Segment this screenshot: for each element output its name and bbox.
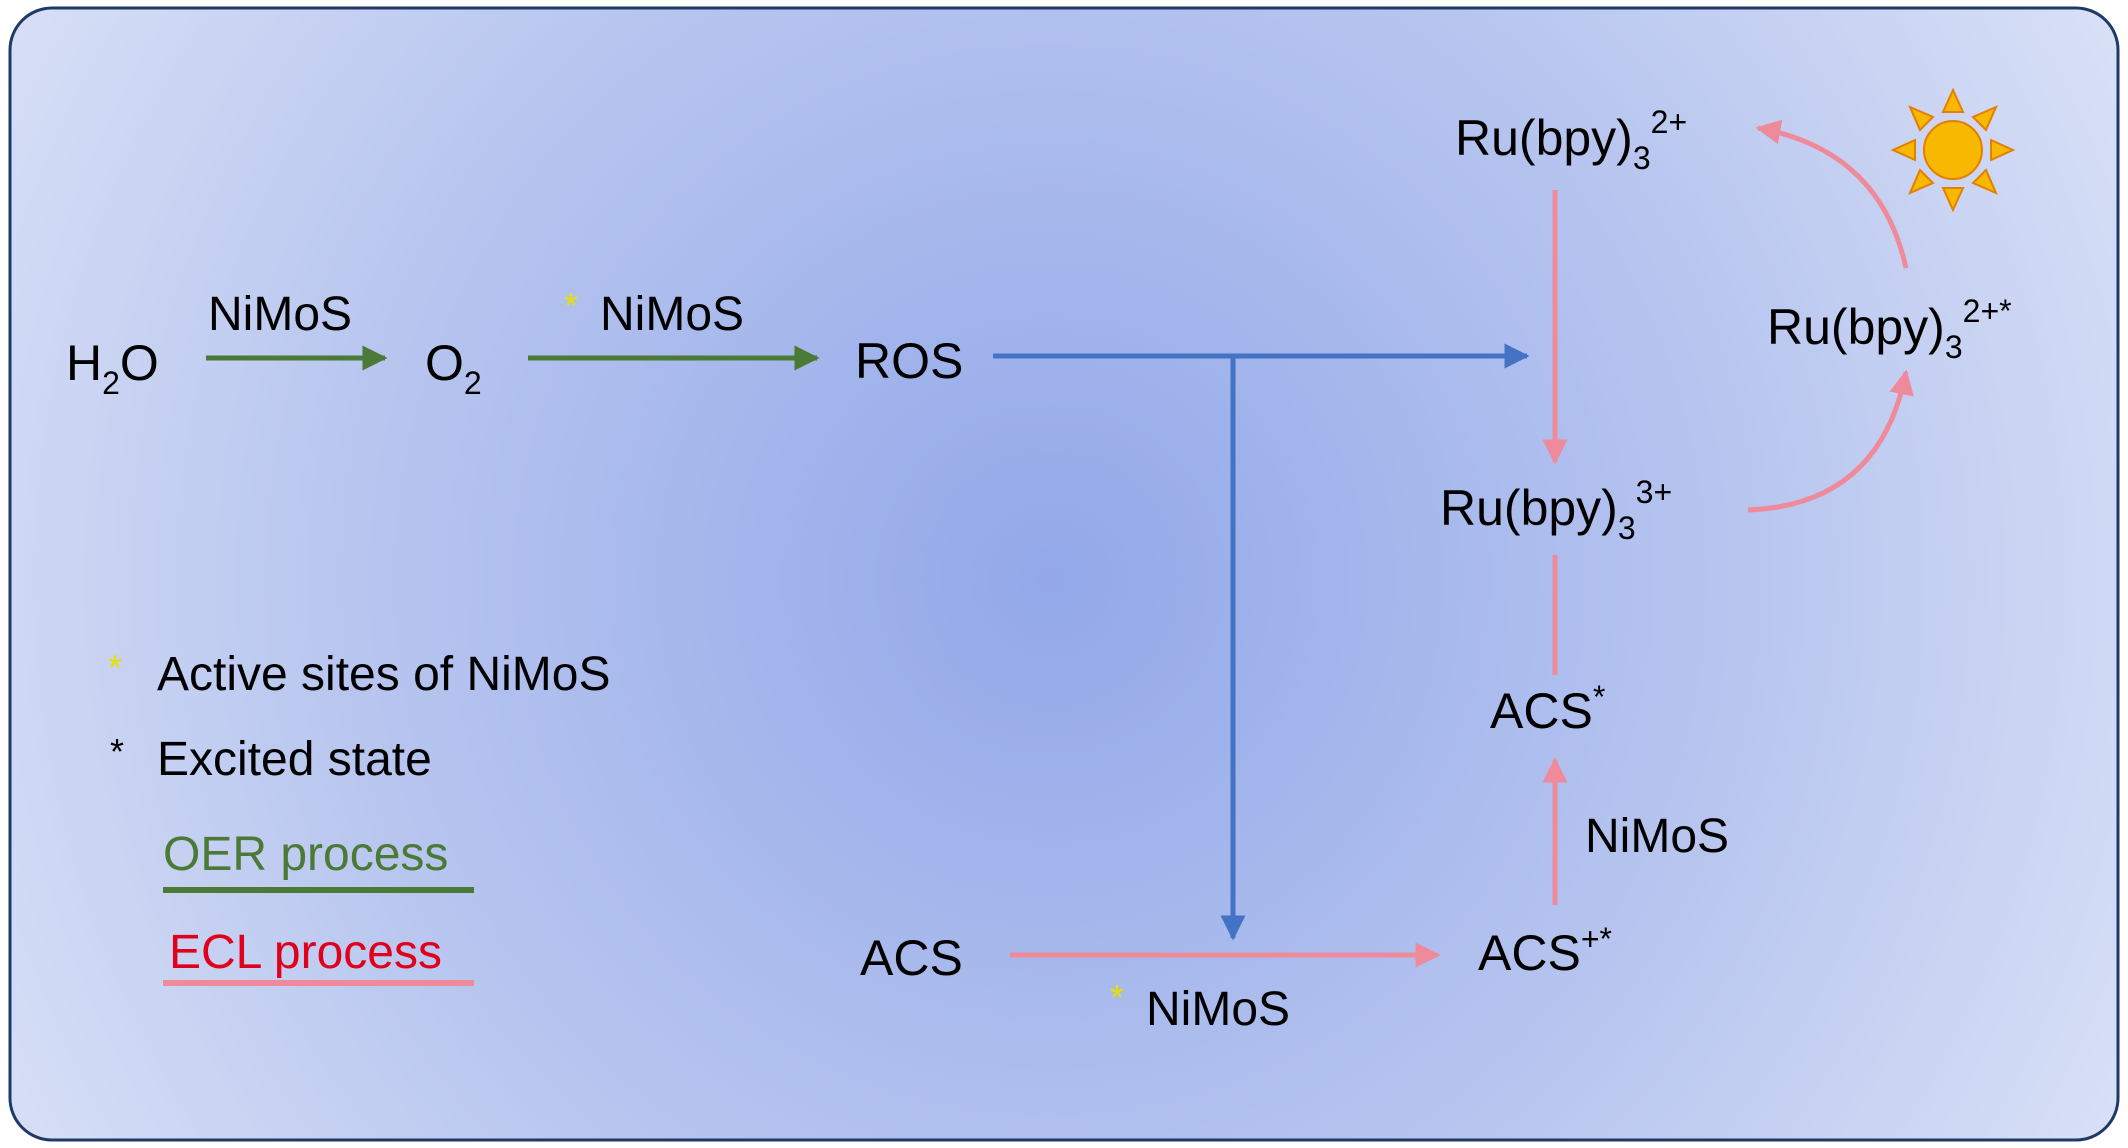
- species-acs-plus-star: ACS+*: [1478, 921, 1612, 981]
- ecl-arrow-ru3-to-ru2-star: [1747, 369, 1914, 513]
- species-acs: ACS: [860, 930, 963, 986]
- ecl-arrow-ru2-star-to-ru2: [1755, 119, 1909, 269]
- legend-active-site-marker: *: [108, 647, 122, 688]
- active-site-marker-2: *: [1110, 977, 1124, 1018]
- background-frame: [8, 6, 2120, 1142]
- sun-icon: [1890, 87, 2016, 213]
- legend-oer-label: OER process: [163, 828, 448, 881]
- catalyst-label-acs-plus-acs-star: NiMoS: [1585, 810, 1729, 863]
- catalyst-label-o2-ros: NiMoS: [600, 288, 744, 341]
- legend-active-sites-label: Active sites of NiMoS: [157, 648, 610, 701]
- active-site-marker-1: *: [564, 285, 578, 326]
- species-ru2-star: Ru(bpy)32+*: [1767, 293, 2012, 365]
- species-ru3: Ru(bpy)33+: [1440, 474, 1672, 546]
- catalyst-label-acs-acs-plus: NiMoS: [1146, 983, 1290, 1036]
- legend-excited-marker: *: [110, 731, 124, 772]
- species-acs-star: ACS*: [1490, 679, 1605, 739]
- species-ros: ROS: [855, 333, 963, 389]
- species-h2o: H2O: [66, 335, 159, 401]
- legend-ecl-label: ECL process: [169, 926, 442, 979]
- species-ru2: Ru(bpy)32+: [1455, 104, 1687, 176]
- catalyst-label-h2o-o2: NiMoS: [208, 288, 352, 341]
- legend-excited-state-label: Excited state: [157, 733, 432, 786]
- species-o2: O2: [425, 335, 482, 401]
